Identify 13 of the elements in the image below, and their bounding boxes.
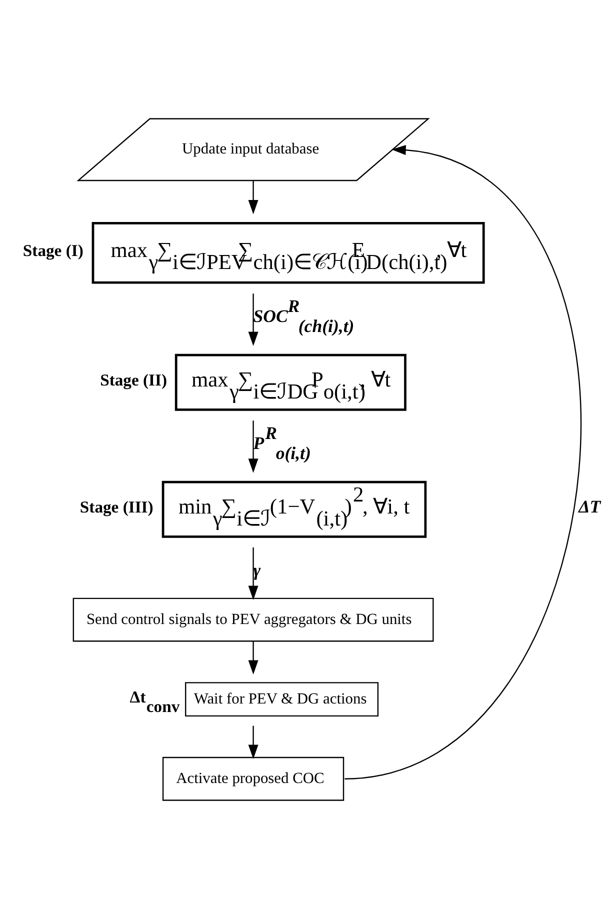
node-box: Activate proposed COC <box>162 756 344 801</box>
arrow <box>248 726 258 760</box>
node-label: Stage (III) <box>80 498 154 517</box>
node-box: Send control signals to PEV aggregators & DG units <box>72 598 434 642</box>
edge-label: ΔT <box>578 496 601 516</box>
arrow <box>248 641 258 675</box>
arrow <box>344 145 581 780</box>
node-box: Wait for PEV & DG actions <box>185 682 379 717</box>
arrow <box>248 420 258 473</box>
node-label: Stage (I) <box>22 241 84 260</box>
arrow <box>248 180 258 214</box>
arrow <box>248 294 258 346</box>
node-label: Stage (II) <box>100 370 168 390</box>
